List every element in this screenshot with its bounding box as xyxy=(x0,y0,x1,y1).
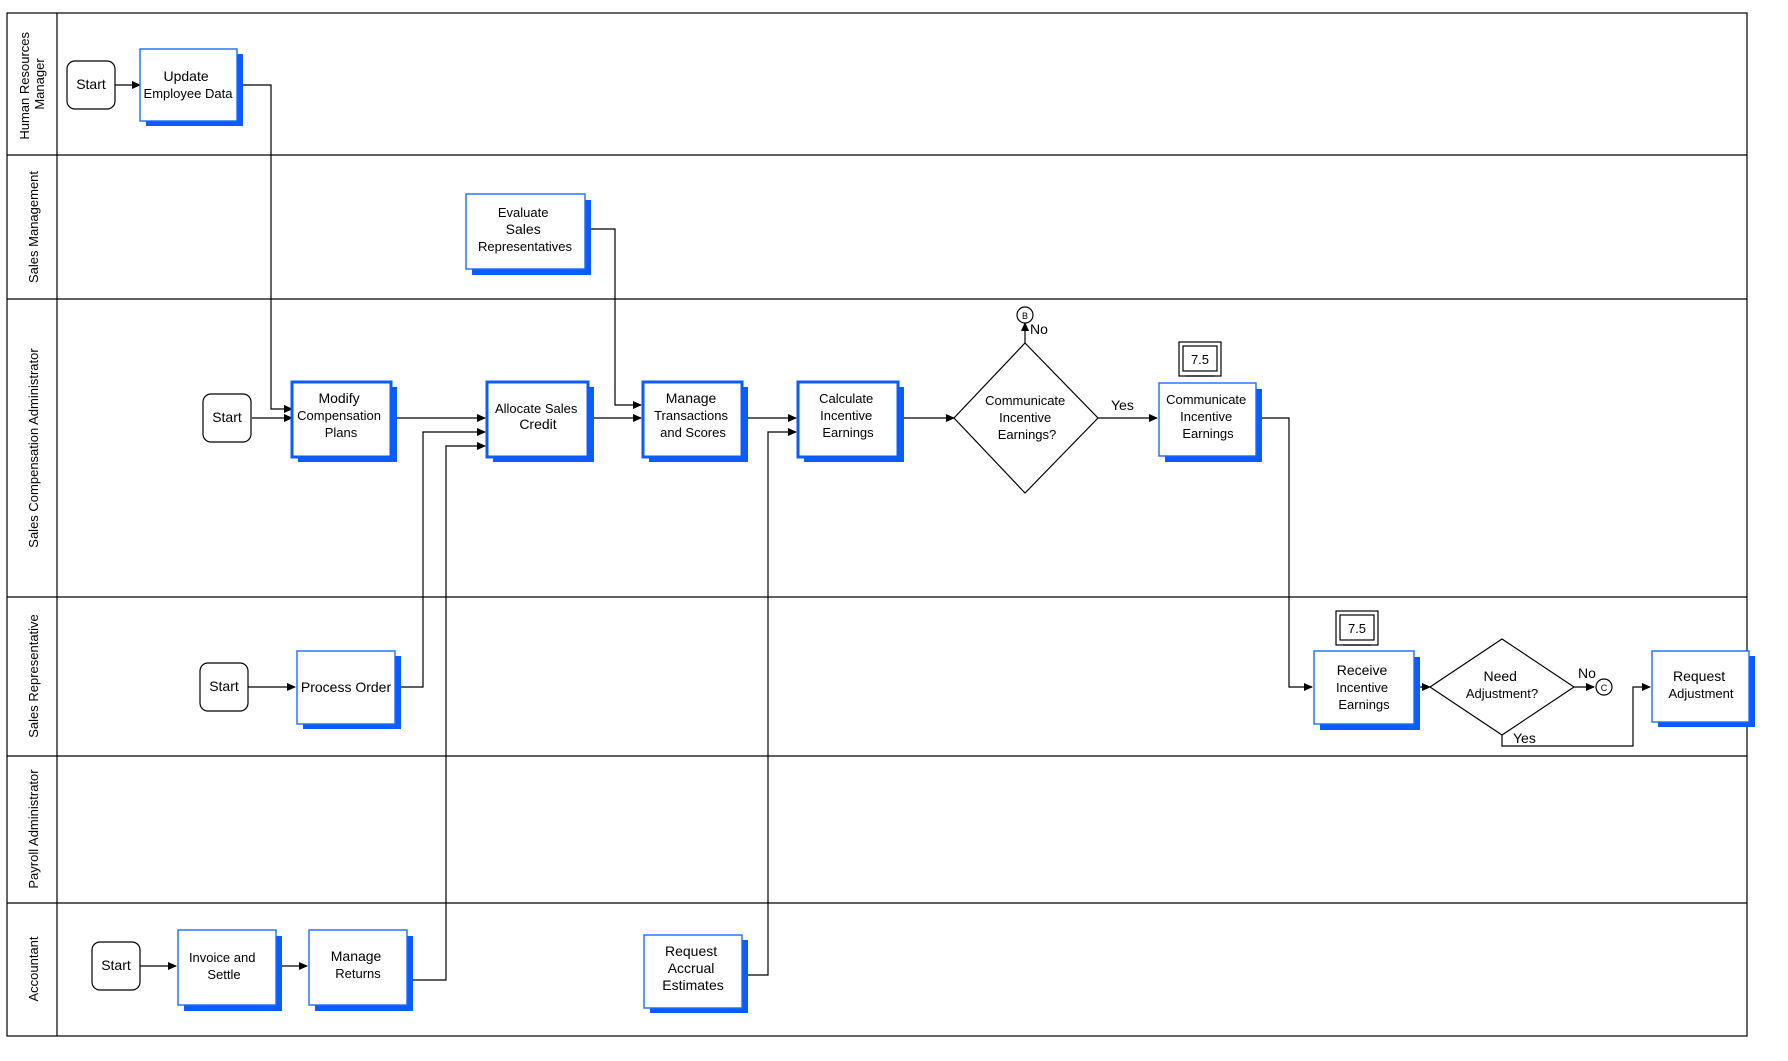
svg-text:Communicate Incentive: Communicate Incentive Earnings? xyxy=(985,393,1069,442)
svg-text:Communicate Incentive: Communicate Incentive Earnings xyxy=(1166,392,1250,441)
process-allocate-sales-credit: Allocate Sales Credit xyxy=(485,380,594,462)
svg-text:Request Adjustment: Request Adjustment xyxy=(1668,668,1733,701)
edge-label-no-communicate: No xyxy=(1030,321,1048,337)
svg-text:Calculate Incentive: Calculate Incentive Earnings xyxy=(819,391,877,440)
system-ref-label: 7.5 xyxy=(1191,352,1209,367)
svg-text:Process Order: Process Order xyxy=(301,679,392,695)
svg-text:Manage Transactions: Manage Transactions and Scores xyxy=(654,390,732,440)
edge-label-no-adjustment: No xyxy=(1578,665,1596,681)
start-label: Start xyxy=(76,76,106,92)
lane-label-accountant: Accountant xyxy=(26,936,41,1001)
decision-communicate-incentive-earnings: Communicate Incentive Earnings? xyxy=(953,342,1099,494)
monitor-icon: 7.5 xyxy=(1335,610,1379,646)
process-communicate-incentive-earnings: Communicate Incentive Earnings xyxy=(1158,382,1262,462)
start-node-accountant: Start xyxy=(91,941,141,991)
start-node-hr: Start xyxy=(66,60,116,110)
process-request-accrual-estimates: Request Accrual Estimates xyxy=(643,934,748,1013)
svg-text:Request Accrual Es: Request Accrual Estimates xyxy=(662,943,723,993)
svg-text:Manage Returns: Manage Returns xyxy=(331,948,385,981)
process-process-order: Process Order xyxy=(296,650,401,729)
lane-label-payroll-admin: Payroll Administrator xyxy=(26,769,41,889)
lane-label-sales-comp-admin: Sales Compensation Administrator xyxy=(26,348,41,548)
svg-text:C: C xyxy=(1601,683,1608,693)
process-manage-returns: Manage Returns xyxy=(308,929,413,1011)
svg-text:Allocate Sales Credit: Allocate Sales Credit xyxy=(495,401,581,432)
flow-edges xyxy=(115,81,1651,981)
process-modify-compensation-plans: Modify Compensation Plans xyxy=(290,380,397,462)
process-receive-incentive-earnings: Receive Incentive Earnings xyxy=(1313,650,1420,730)
process-request-adjustment: Request Adjustment xyxy=(1651,650,1755,727)
monitor-icon: 7.5 xyxy=(1178,341,1222,377)
svg-text:Modify Compensation: Modify Compensation Plans xyxy=(297,390,385,440)
svg-text:Update Employee Data: Update Employee Data xyxy=(144,68,234,101)
edge-label-yes-adjustment: Yes xyxy=(1513,730,1536,746)
connector-c: C xyxy=(1595,678,1613,696)
svg-text:Need Adjustment?: Need Adjustment? xyxy=(1466,668,1538,701)
connector-b: B xyxy=(1016,306,1034,324)
system-ref-label: 7.5 xyxy=(1348,621,1366,636)
start-node-sales-comp-admin: Start xyxy=(202,393,252,443)
start-label: Start xyxy=(101,957,131,973)
process-update-employee-data: Update Employee Data xyxy=(139,48,243,126)
edge-label-yes-communicate: Yes xyxy=(1111,397,1134,413)
lane-label-sales-management: Sales Management xyxy=(26,171,41,283)
svg-text:Evaluate Sales Rep: Evaluate Sales Representatives xyxy=(478,205,572,254)
svg-text:Invoice and Settle: Invoice and Settle xyxy=(189,950,259,982)
lane-label-hr: Human Resources Manager xyxy=(17,28,47,139)
start-node-sales-rep: Start xyxy=(199,662,249,712)
decision-need-adjustment: Need Adjustment? xyxy=(1428,638,1576,736)
svg-text:B: B xyxy=(1022,311,1028,321)
lane-label-sales-rep: Sales Representative xyxy=(26,614,41,738)
process-evaluate-sales-representatives: Evaluate Sales Representatives xyxy=(465,193,591,275)
start-label: Start xyxy=(212,409,242,425)
start-label: Start xyxy=(209,678,239,694)
process-calculate-incentive-earnings: Calculate Incentive Earnings xyxy=(796,380,904,462)
process-manage-transactions-and-scores: Manage Transactions and Scores xyxy=(641,380,748,462)
lane-grid xyxy=(6,12,1748,1037)
svg-text:Receive Incentive: Receive Incentive Earnings xyxy=(1336,662,1392,712)
process-invoice-and-settle: Invoice and Settle xyxy=(177,929,282,1011)
